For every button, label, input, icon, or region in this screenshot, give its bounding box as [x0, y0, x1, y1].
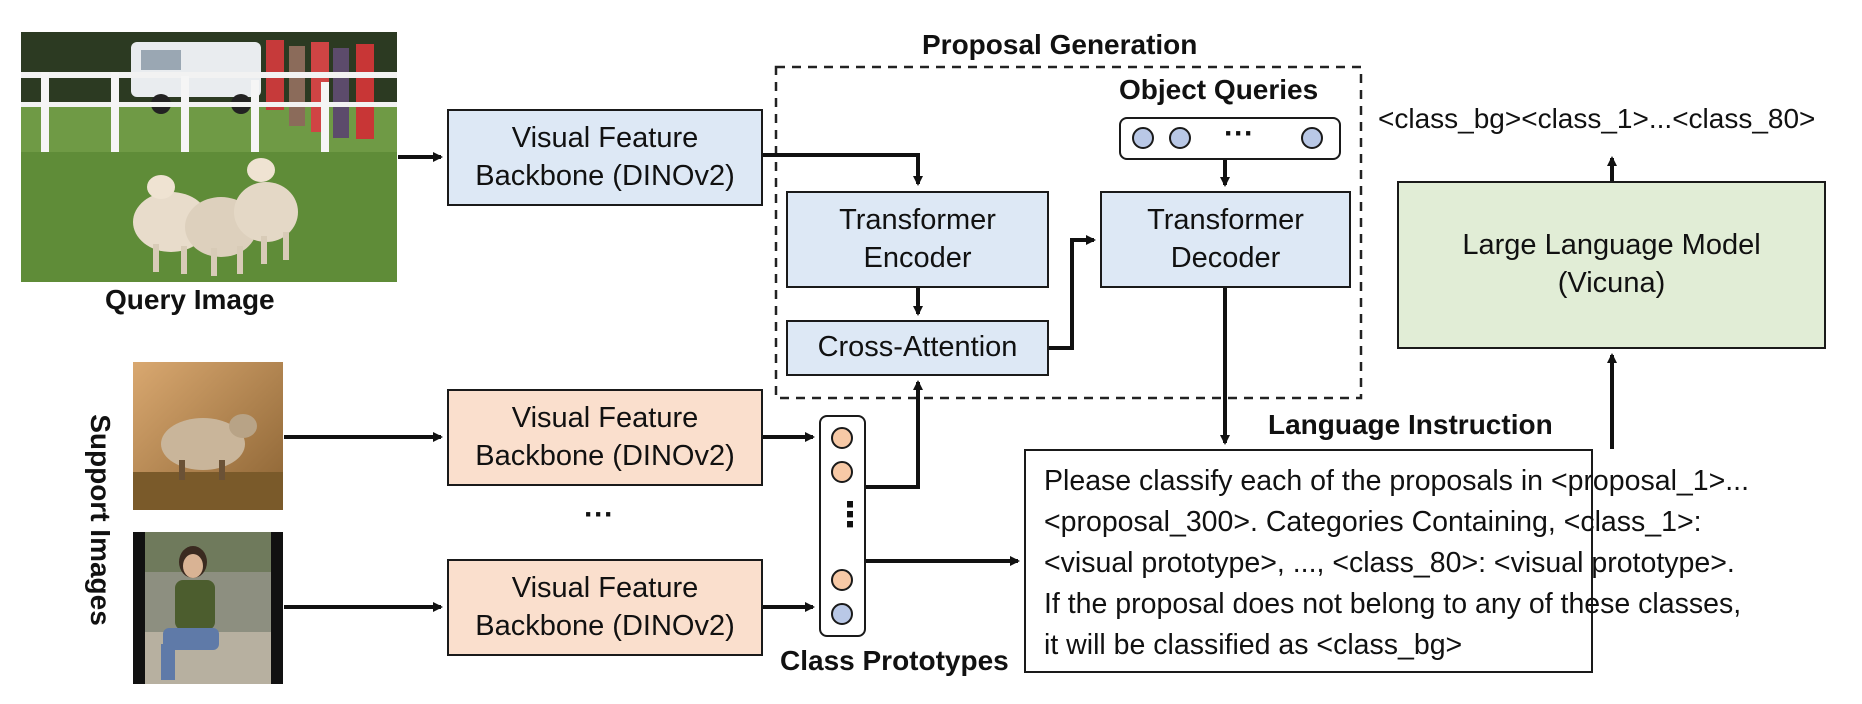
query-circle [1301, 127, 1323, 149]
block-line: Large Language Model [1462, 229, 1761, 262]
prototype-circle [831, 569, 853, 591]
query-image [21, 32, 397, 282]
block-line: Backbone (DINOv2) [475, 439, 735, 472]
query-ellipsis: ··· [1224, 117, 1254, 150]
support-image-sheep [133, 362, 283, 510]
large-language-model: Large Language Model (Vicuna) [1397, 181, 1826, 349]
block-line: Transformer [839, 203, 996, 236]
block-line: Visual Feature [511, 401, 699, 434]
arrow-crossattention-to-decoder [1049, 235, 1096, 350]
block-line: (Vicuna) [1557, 267, 1666, 299]
block-line: Encoder [863, 241, 972, 274]
arrow-backbone-to-encoder [763, 153, 923, 186]
llm-output-tokens: <class_bg><class_1>...<class_80> [1378, 103, 1816, 134]
class-prototypes-label: Class Prototypes [780, 645, 1009, 676]
visual-feature-backbone-query: Visual Feature Backbone (DINOv2) [447, 109, 763, 206]
support-ellipsis: ··· [584, 498, 614, 531]
prototype-circle [831, 461, 853, 483]
block-line: Decoder [1170, 241, 1281, 274]
visual-feature-backbone-support-1: Visual Feature Backbone (DINOv2) [447, 389, 763, 486]
object-queries-label: Object Queries [1119, 74, 1319, 105]
block-line: Backbone (DINOv2) [475, 159, 735, 192]
block-line: Visual Feature [511, 121, 699, 154]
object-queries-container: ··· [1119, 117, 1341, 160]
instruction-line: it will be classified as <class_bg> [1044, 629, 1463, 661]
transformer-decoder: Transformer Decoder [1100, 191, 1351, 288]
block-line: Cross-Attention [817, 331, 1018, 364]
query-circle [1132, 127, 1154, 149]
transformer-encoder: Transformer Encoder [786, 191, 1049, 288]
cross-attention: Cross-Attention [786, 320, 1049, 376]
prototype-circle [831, 427, 853, 449]
query-image-label: Query Image [105, 284, 275, 315]
block-line: Backbone (DINOv2) [475, 609, 735, 642]
proposal-generation-label: Proposal Generation [922, 29, 1198, 60]
block-line: Visual Feature [511, 571, 699, 604]
prototype-ellipsis: ⋮ [833, 496, 867, 534]
proposal-generation-region [774, 65, 1363, 400]
support-image-person [133, 532, 283, 684]
query-circle [1169, 127, 1191, 149]
arrow-prototypes-to-crossattention [866, 380, 923, 489]
visual-feature-backbone-support-2: Visual Feature Backbone (DINOv2) [447, 559, 763, 656]
block-line: Transformer [1147, 203, 1304, 236]
background-prototype-circle [831, 603, 853, 625]
language-instruction-label: Language Instruction [1268, 409, 1553, 440]
class-prototypes-container: ⋮ [819, 415, 867, 637]
